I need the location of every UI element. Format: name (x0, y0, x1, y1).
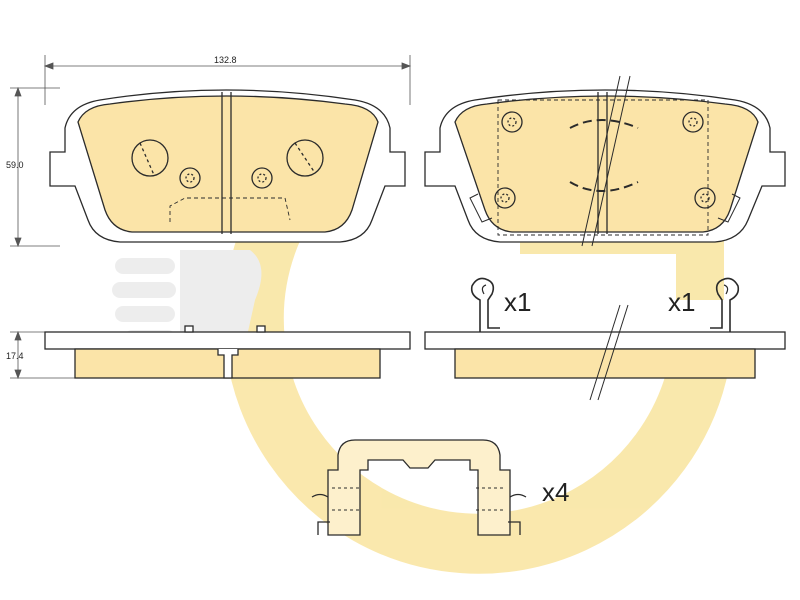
brake-pad-right-back (424, 75, 786, 247)
clip-left-quantity: x1 (504, 287, 532, 317)
brake-pad-left-front (49, 89, 406, 243)
width-dimension-label: 132.8 (214, 55, 237, 65)
thickness-dimension-label: 17.4 (6, 351, 24, 361)
height-dimension-label: 59.0 (6, 160, 24, 170)
spring-quantity: x4 (542, 477, 570, 507)
brake-pad-left-side (44, 325, 411, 379)
clip-right-quantity: x1 (668, 287, 696, 317)
spring-clip (311, 439, 527, 536)
brake-pad-right-side (424, 277, 786, 401)
dimension-lines (10, 55, 412, 380)
